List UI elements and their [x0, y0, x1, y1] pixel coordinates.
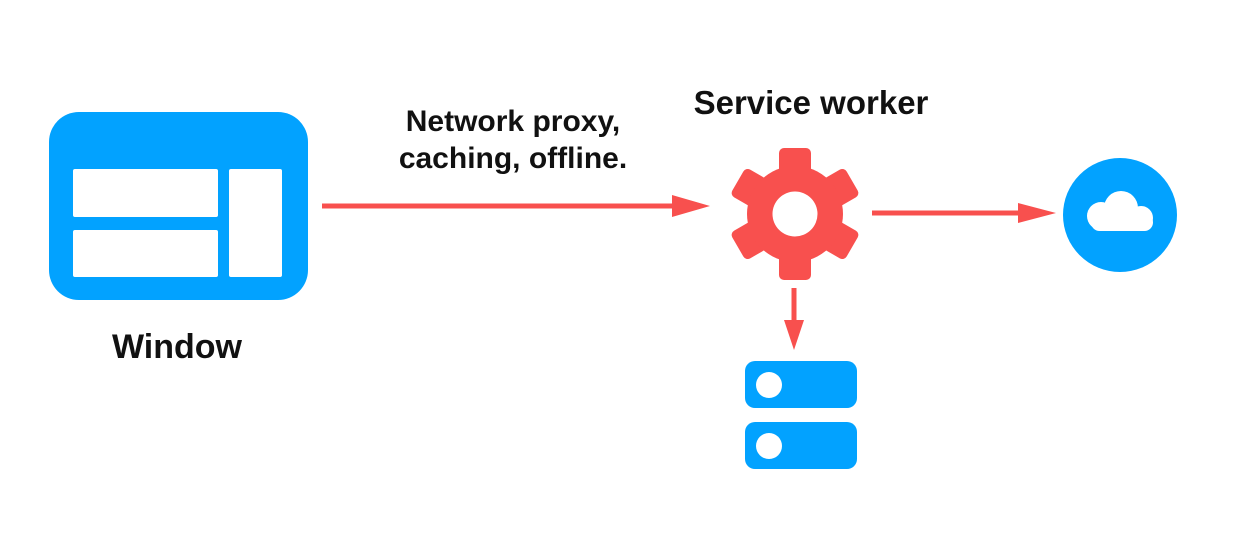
edge-label-line1: Network proxy,: [405, 105, 621, 138]
arrow-service-worker-to-storage: [784, 288, 804, 350]
window-label: Window: [112, 328, 242, 366]
cloud-icon: [1063, 158, 1177, 272]
window-pane-bottom: [73, 230, 218, 277]
browser-window-icon: [49, 112, 308, 300]
edge-label-network-proxy: Network proxy, caching, offline.: [363, 103, 663, 177]
window-pane-top: [73, 169, 218, 217]
disk-led: [756, 433, 782, 459]
disk-led: [756, 372, 782, 398]
window-pane-sidebar: [229, 169, 282, 277]
arrow-service-worker-to-cloud: [872, 203, 1056, 223]
storage-disk: [745, 361, 857, 408]
edge-label-line2: caching, offline.: [398, 142, 628, 175]
arrow-window-to-service-worker: [322, 195, 710, 217]
storage-disk: [745, 422, 857, 469]
gear-icon: [731, 148, 859, 280]
service-worker-label: Service worker: [693, 84, 929, 121]
